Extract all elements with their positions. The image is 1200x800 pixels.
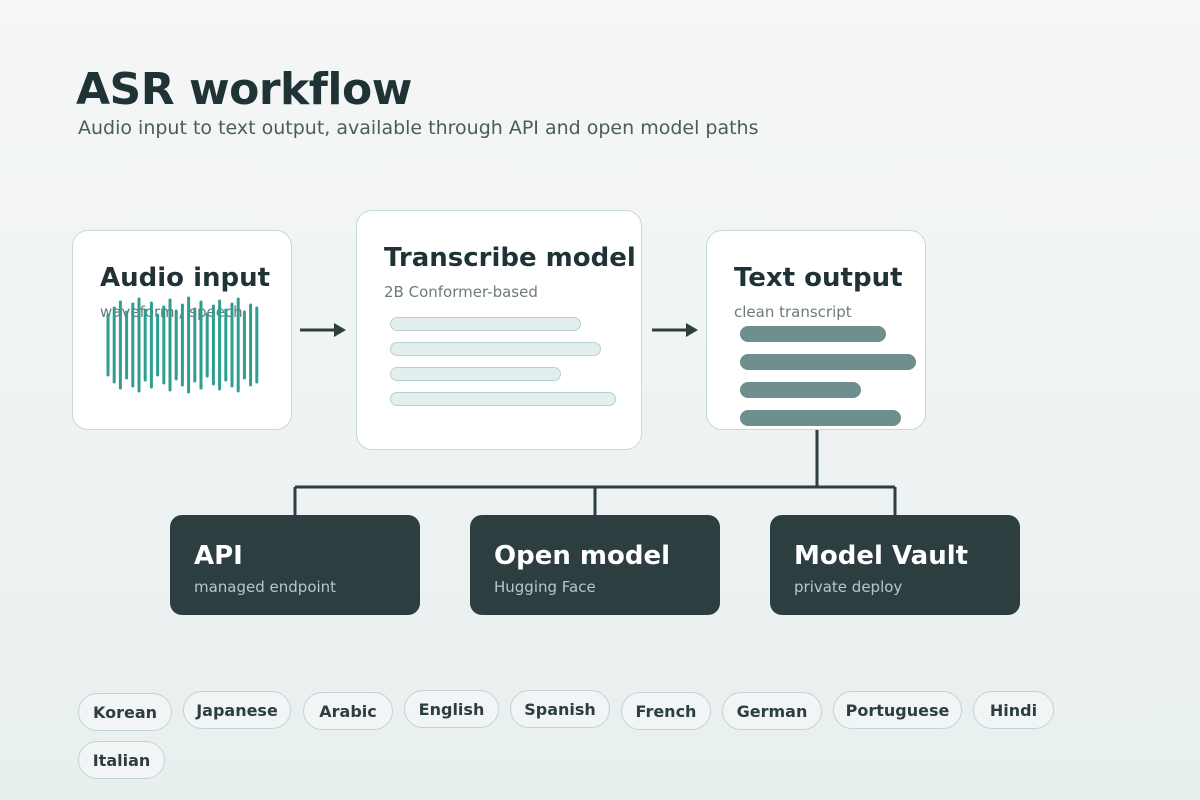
text-output-subtitle: clean transcript [734,303,852,321]
destination-api-subtitle: managed endpoint [194,578,337,596]
language-chip-arabic: Arabic [303,692,393,730]
model-layer-bar [390,392,616,406]
arrow-audio-to-model [300,323,346,337]
page-title: ASR workflow [76,64,412,115]
language-chip-italian: Italian [78,741,165,779]
waveform-icon [106,296,259,394]
destination-open-model-subtitle: Hugging Face [494,578,596,596]
destination-open-model-card: Open model Hugging Face [470,515,720,615]
language-chip-english: English [404,690,499,728]
transcript-line [740,354,916,370]
destination-api-title: API [194,541,243,571]
language-chip-spanish: Spanish [510,690,610,728]
transcript-line [740,326,886,342]
arrow-model-to-text [652,323,698,337]
transcribe-model-subtitle: 2B Conformer-based [384,283,538,301]
audio-input-title: Audio input [100,263,271,293]
destination-model-vault-card: Model Vault private deploy [770,515,1020,615]
text-output-card: Text output clean transcript [706,230,926,430]
language-chip-german: German [722,692,822,730]
page-subtitle: Audio input to text output, available th… [78,117,759,139]
model-layer-bar [390,317,581,331]
model-layer-bar [390,342,601,356]
destination-model-vault-subtitle: private deploy [794,578,903,596]
language-chip-french: French [621,692,711,730]
destination-api-card: API managed endpoint [170,515,420,615]
model-layer-bar [390,367,561,381]
language-chip-japanese: Japanese [183,691,291,729]
transcribe-model-title: Transcribe model [384,243,636,273]
transcribe-model-card: Transcribe model 2B Conformer-based [356,210,642,450]
transcript-line [740,382,861,398]
transcript-line [740,410,901,426]
destination-open-model-title: Open model [494,541,671,571]
language-chip-korean: Korean [78,693,172,731]
destination-model-vault-title: Model Vault [794,541,969,571]
language-chip-portuguese: Portuguese [833,691,962,729]
text-output-title: Text output [734,263,903,293]
audio-input-card: Audio input waveform / speech [72,230,292,430]
language-chip-hindi: Hindi [973,691,1054,729]
